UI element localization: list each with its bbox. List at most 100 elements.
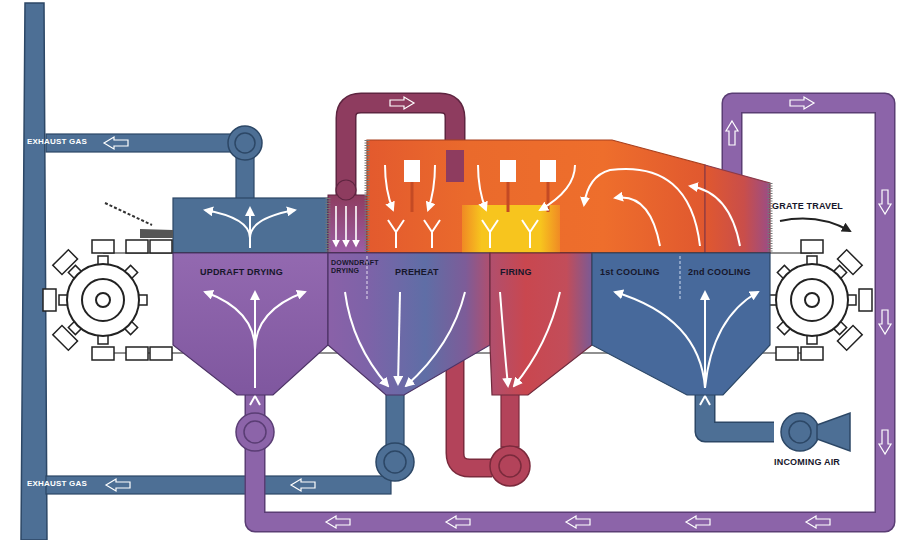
flow-arrow (686, 516, 710, 528)
flow-arrow (250, 210, 295, 238)
exhaust-stack (21, 3, 47, 540)
flow-arrow (704, 292, 706, 388)
flow-arrow (106, 479, 130, 491)
node-shape (592, 253, 770, 395)
zone-label: DOWNDRAFT DRYING (331, 259, 377, 274)
windbox-fan (376, 443, 414, 481)
downcomer (411, 182, 414, 212)
flow-arrow (406, 292, 465, 386)
pallet-car (53, 250, 78, 275)
fan-hub (235, 133, 255, 153)
hearth-layer (140, 229, 173, 238)
pallet-car (801, 240, 823, 253)
fan-unit: INCOMING AIR (774, 408, 854, 472)
burner (388, 220, 404, 248)
flow-arrow (345, 206, 347, 246)
flow-arrow (335, 206, 337, 246)
flow-arrow (615, 292, 705, 388)
fan-hub (244, 421, 266, 443)
flow-arrow (205, 210, 250, 238)
windbox-zone: 1st COOLING 2nd COOLING (592, 253, 770, 395)
flow-arrow (540, 165, 575, 210)
duct-body (255, 103, 885, 522)
flow-arrow (255, 292, 305, 350)
flow-arrow (345, 292, 388, 386)
burner (424, 220, 440, 248)
exhaust-duct (46, 134, 238, 152)
node-shape (817, 413, 850, 451)
zone-divider (367, 256, 368, 300)
pallet-car (150, 347, 172, 360)
air-duct (255, 103, 885, 522)
flow-arrow (428, 165, 435, 210)
grate-strand (103, 252, 812, 253)
downcomer (507, 182, 510, 212)
zone-label: PREHEAT (395, 268, 465, 278)
flow-arrow (705, 292, 758, 388)
burner (482, 220, 498, 248)
exhaust-fan (228, 126, 262, 160)
pallet-car (837, 325, 862, 350)
pallet-car (92, 347, 114, 360)
flow-arrow (205, 292, 255, 350)
air-duct (705, 395, 774, 432)
zone-label: 2nd COOLING (688, 268, 768, 278)
windbox-duct (386, 393, 404, 445)
direction-label: GRATE TRAVEL (772, 202, 862, 212)
flow-arrow (690, 186, 740, 246)
zone-divider (680, 256, 681, 300)
pallet-car (859, 289, 872, 311)
node-shape (328, 253, 490, 395)
node-outline (490, 253, 592, 395)
downcomer-gap (500, 160, 516, 182)
duct-body (705, 395, 774, 432)
pallet-car (53, 325, 78, 350)
zone-label: FIRING (500, 268, 570, 278)
updraft-hood (173, 198, 328, 253)
pallet-car (150, 240, 172, 253)
node-shape (781, 413, 819, 451)
flow-arrow (566, 516, 590, 528)
fan-hub (499, 455, 521, 477)
downcomer (547, 182, 550, 212)
pallet-car (126, 347, 148, 360)
node-outline (592, 253, 770, 395)
downdraft-hood (328, 195, 367, 253)
flow-arrow (104, 137, 128, 149)
duct-casing (255, 103, 885, 522)
flow-arrow (790, 97, 814, 109)
flow-arrow (478, 165, 486, 210)
windbox-duct (501, 393, 519, 447)
flow-arrow (249, 208, 251, 248)
hood-seal (365, 140, 370, 253)
hood-seal (326, 198, 331, 253)
pallet-car (776, 347, 798, 360)
recirculation-fan (236, 413, 274, 451)
travel-arrow (780, 219, 850, 231)
return-pipe-casing (455, 340, 492, 468)
flow-arrow (514, 292, 560, 386)
pallet-car (837, 250, 862, 275)
sprocket (59, 256, 147, 344)
windbox-zone: FIRING (490, 253, 592, 395)
burner (522, 220, 538, 248)
duct-casing (705, 395, 774, 432)
duct-label: EXHAUST GAS (27, 480, 107, 489)
flow-arrow (806, 516, 830, 528)
flow-arrow (385, 165, 393, 210)
flow-arrow (615, 197, 660, 246)
fan-hub (384, 451, 406, 473)
duct-label: EXHAUST GAS (27, 138, 107, 147)
duct-entry (446, 150, 464, 182)
flow-arrow (291, 479, 315, 491)
firing-zone-glow (462, 205, 560, 253)
hood-inlet (336, 180, 356, 200)
zone-label: 1st COOLING (600, 268, 684, 278)
flow-arrow (726, 121, 738, 145)
pallet-car (801, 347, 823, 360)
zone-label: INCOMING AIR (774, 458, 864, 468)
cooling-hood (705, 165, 770, 253)
